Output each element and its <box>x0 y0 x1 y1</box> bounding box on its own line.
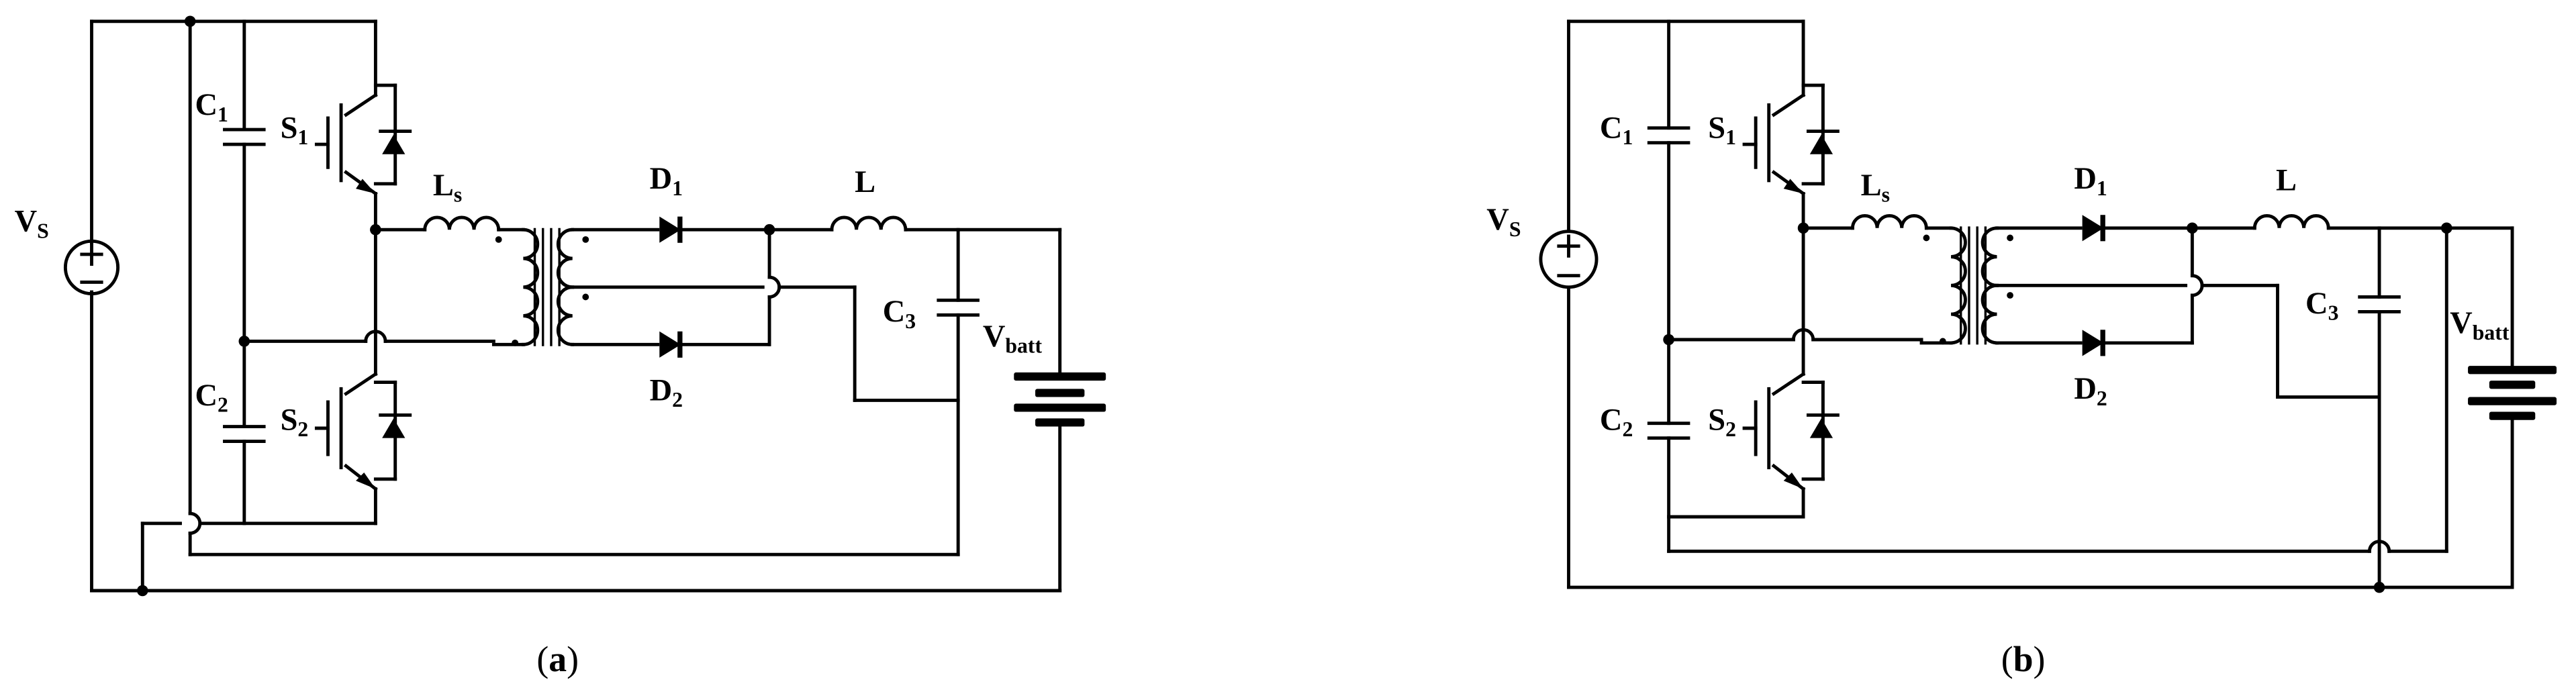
label-s2: S2 <box>281 403 309 441</box>
label-s1-base: S <box>1708 111 1725 145</box>
label-d1-sub: 1 <box>2097 177 2107 200</box>
label-vbatt: Vbatt <box>983 319 1043 358</box>
label-ls-sub: s <box>1882 183 1890 207</box>
label-d1: D1 <box>650 162 683 200</box>
label-c3: C3 <box>883 295 916 333</box>
label-c2-sub: 2 <box>218 393 228 417</box>
label-c2: C2 <box>195 379 228 417</box>
label-vbatt-sub: batt <box>2473 321 2510 344</box>
caption-close-paren: ) <box>2034 639 2046 679</box>
label-c1-sub: 1 <box>218 103 228 126</box>
label-s1-base: S <box>281 111 298 145</box>
label-s1-sub: 1 <box>1725 126 1736 149</box>
label-c3-base: C <box>883 295 906 329</box>
label-d2-base: D <box>2074 372 2097 406</box>
label-l: L <box>855 165 875 199</box>
caption-close-paren: ) <box>567 639 579 679</box>
label-c1: C1 <box>1600 111 1633 149</box>
label-ls-sub: s <box>454 183 462 207</box>
label-s1-sub: 1 <box>297 126 308 149</box>
label-c2: C2 <box>1600 403 1633 441</box>
label-c2-base: C <box>195 379 218 413</box>
label-d1: D1 <box>2074 162 2107 200</box>
label-vbatt-base: V <box>2450 306 2473 340</box>
caption-letter: b <box>2013 639 2034 679</box>
label-d2-base: D <box>650 373 673 407</box>
circuit-schematic-b <box>1541 21 2557 593</box>
label-ls-base: L <box>433 168 454 203</box>
label-vs: VS <box>1486 203 1521 241</box>
label-ls: Ls <box>1861 168 1890 207</box>
label-d1-base: D <box>650 162 673 196</box>
label-vs-base: V <box>15 205 38 239</box>
label-c3-sub: 3 <box>2328 301 2339 325</box>
caption-letter: a <box>548 639 567 679</box>
label-d2-sub: 2 <box>672 388 683 411</box>
label-vs-base: V <box>1486 203 1509 237</box>
caption-open-paren: ( <box>2001 639 2013 679</box>
label-c2-sub: 2 <box>1622 417 1633 441</box>
label-c1-sub: 1 <box>1622 126 1633 149</box>
label-vbatt: Vbatt <box>2450 306 2510 344</box>
label-c3-sub: 3 <box>905 309 916 333</box>
label-d2: D2 <box>2074 372 2107 410</box>
label-s2-base: S <box>281 403 298 437</box>
label-l-base: L <box>2276 164 2297 198</box>
circuit-panel-a: VS C1 C2 C3 S1 S2 Ls D1 D2 L Vbatt <box>15 15 1106 679</box>
label-c3: C3 <box>2305 287 2338 325</box>
label-s2-base: S <box>1708 403 1725 437</box>
label-d2-sub: 2 <box>2097 387 2107 410</box>
panel-caption-a: (a) <box>536 639 579 679</box>
label-vbatt-base: V <box>983 319 1006 354</box>
label-s1: S1 <box>281 111 309 149</box>
label-s2-sub: 2 <box>297 417 308 441</box>
label-s2: S2 <box>1708 403 1736 441</box>
label-c3-base: C <box>2305 287 2328 321</box>
label-d2: D2 <box>650 373 683 411</box>
panel-caption-b: (b) <box>2001 639 2046 679</box>
caption-open-paren: ( <box>536 639 548 679</box>
label-vs-sub: S <box>37 219 49 242</box>
label-d1-sub: 1 <box>672 177 683 200</box>
label-c1-base: C <box>1600 111 1623 145</box>
label-l: L <box>2276 164 2297 198</box>
label-c1-base: C <box>195 88 218 122</box>
label-c2-base: C <box>1600 403 1623 437</box>
label-c1: C1 <box>195 88 228 126</box>
label-ls: Ls <box>433 168 462 207</box>
label-vs-sub: S <box>1509 217 1521 241</box>
circuit-panel-b: VS C1 C2 C3 S1 S2 Ls D1 D2 L Vbatt <box>1486 21 2557 679</box>
label-l-base: L <box>855 165 875 199</box>
label-vbatt-sub: batt <box>1005 334 1042 358</box>
label-d1-base: D <box>2074 162 2097 196</box>
label-s1: S1 <box>1708 111 1736 149</box>
label-s2-sub: 2 <box>1725 417 1736 441</box>
label-ls-base: L <box>1861 168 1882 203</box>
label-vs: VS <box>15 205 49 243</box>
